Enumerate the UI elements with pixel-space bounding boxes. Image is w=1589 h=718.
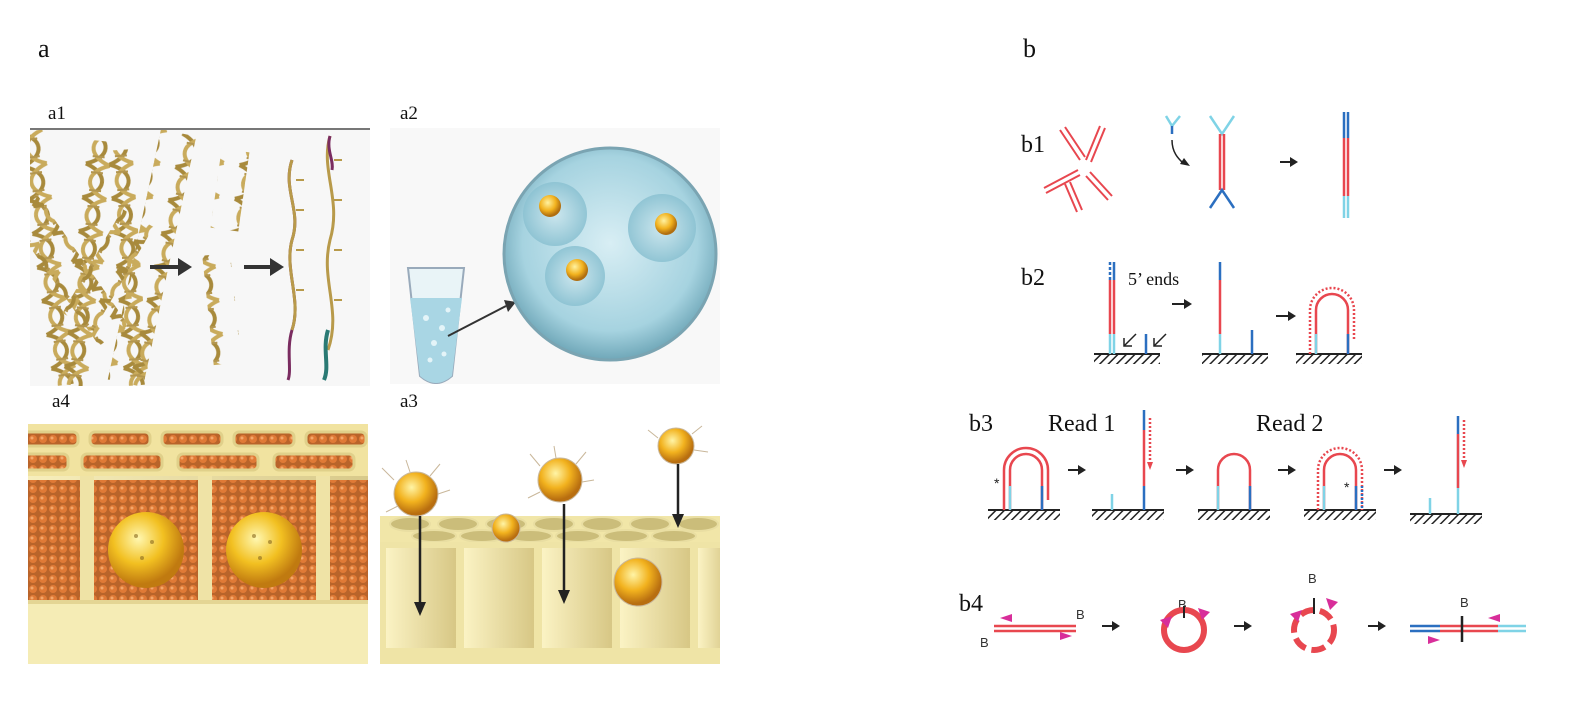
- panel-a1-dna-fragmentation: [30, 128, 370, 386]
- dna-fragments: [202, 148, 250, 366]
- b4-marker-left: B: [980, 635, 989, 650]
- b2-bridge-amplification: [1094, 262, 1362, 364]
- zoom-arrow: [447, 300, 516, 337]
- b4-marker-broken: B: [1308, 571, 1317, 586]
- well-columns: [380, 542, 720, 664]
- svg-text:*: *: [1344, 479, 1350, 495]
- row-b1-label: b1: [1021, 132, 1045, 158]
- wells-illustration: [28, 424, 368, 664]
- row-b3-label: b3: [969, 411, 993, 437]
- b3-paired-end-reads: *: [988, 410, 1482, 524]
- deposition-arrows: [414, 464, 684, 616]
- b3-read2-label: Read 2: [1256, 411, 1324, 437]
- bead-deposition-illustration: [380, 425, 720, 664]
- adapter-ligated-strands: [286, 135, 342, 381]
- panel-a2-label: a2: [400, 103, 418, 124]
- b4-marker-right: B: [1076, 607, 1085, 622]
- magnified-droplets: [502, 146, 718, 362]
- wells: [28, 476, 368, 602]
- panel-b-diagram: *: [940, 90, 1560, 690]
- long-dna-strands: [30, 130, 197, 386]
- panel-a4-picotiter-wells: [28, 424, 368, 664]
- panel-a3-bead-deposition: [380, 424, 720, 664]
- row-b2-label: b2: [1021, 265, 1045, 291]
- b1-adapter-ligation: [1043, 112, 1350, 218]
- panel-a1-label: a1: [48, 103, 66, 124]
- panel-a2-emulsion: [390, 128, 720, 384]
- row-b4-label: b4: [959, 591, 983, 617]
- dna-fragmentation-illustration: [30, 130, 342, 386]
- b3-read1-label: Read 1: [1048, 411, 1116, 437]
- library-prep-diagram: *: [988, 112, 1526, 653]
- panel-a-label: a: [38, 34, 50, 63]
- panel-a4-label: a4: [52, 391, 70, 412]
- test-tube: [406, 267, 466, 384]
- dna-beads: [108, 512, 302, 588]
- svg-text:*: *: [994, 475, 1000, 491]
- arrow-fragment: [150, 258, 192, 276]
- b4-marker-linear: B: [1460, 595, 1469, 610]
- b4-marker-circle: B: [1178, 597, 1187, 612]
- b2-5prime-ends-annotation: 5’ ends: [1128, 269, 1180, 289]
- arrow-adapter: [244, 258, 284, 276]
- emulsion-illustration: [406, 146, 718, 384]
- panel-b-label: b: [1023, 34, 1036, 63]
- panel-a3-label: a3: [400, 391, 418, 412]
- beads-with-dna: [381, 425, 709, 607]
- b4-mate-pair-circularization: [994, 598, 1526, 653]
- well-top-openings: [28, 430, 368, 472]
